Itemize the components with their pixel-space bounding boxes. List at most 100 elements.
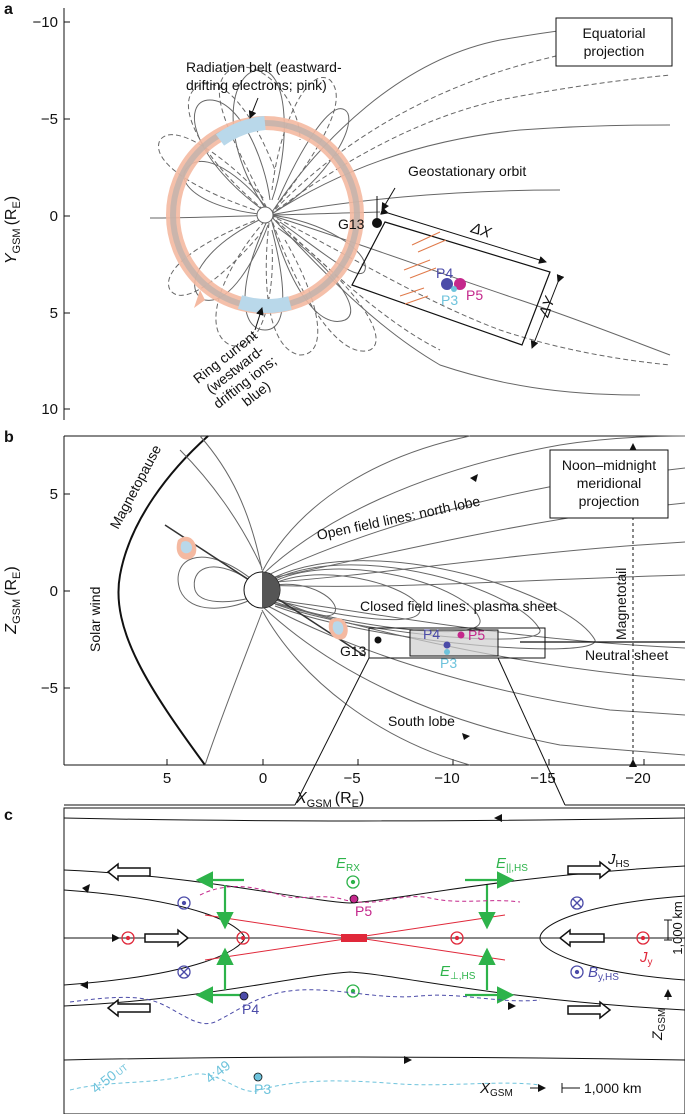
p5-trajectory xyxy=(199,886,521,903)
y-tick-label: −5 xyxy=(41,111,58,128)
panel-a-letter: a xyxy=(4,1,13,18)
p5-marker-c xyxy=(349,894,359,904)
svg-text:Ring current (westward: Ring current (westward- drifting ions; b… xyxy=(190,325,293,425)
p5-marker-b xyxy=(457,631,465,639)
ring-current-segment-bottom xyxy=(237,295,292,313)
panel-a: a −10 −5 0 5 10 YGSM(RE) xyxy=(3,1,673,425)
p3-marker-a xyxy=(451,286,457,292)
p5-label: P5 xyxy=(466,287,483,303)
p4-marker-c xyxy=(239,991,249,1001)
y-tick-label: 10 xyxy=(41,401,58,418)
radiation-belt-label: Radiation belt (eastward-drifting electr… xyxy=(186,59,342,93)
p4-marker-b xyxy=(443,641,451,649)
magnetopause-line xyxy=(117,435,209,766)
probe-region-box xyxy=(409,629,499,657)
z-tick-label: 0 xyxy=(50,583,58,600)
zoom-line-left xyxy=(294,657,370,806)
geo-orbit-label: Geostationary orbit xyxy=(408,163,526,179)
panel-b-x-ticks: 5 0 −5 −10 −15 −20 xyxy=(163,759,651,787)
belt-arrowhead xyxy=(194,290,205,308)
j-hs-label: JHS xyxy=(607,851,630,870)
panel-a-y-axis-title: YGSM(RE) xyxy=(3,196,23,264)
x-tick-label: −15 xyxy=(530,770,555,787)
hollow-outflow-arrows xyxy=(106,860,612,1020)
p3-marker-c xyxy=(253,1072,263,1082)
j-y-label: Jy xyxy=(639,949,653,968)
panel-c-field-arrows xyxy=(80,814,516,1064)
time-label-2: 4:49 xyxy=(202,1057,233,1087)
p3-marker-b xyxy=(444,649,450,655)
b-y-label: By,HS xyxy=(588,964,619,983)
y-tick-label: −10 xyxy=(33,14,58,31)
p3-label-b: P3 xyxy=(440,655,457,671)
p3-trajectory xyxy=(69,1073,541,1092)
open-field-lines-label: Open field lines: north lobe xyxy=(315,493,481,543)
field-arrow-south xyxy=(462,733,470,740)
panel-b-letter: b xyxy=(4,429,14,446)
earth-night-side xyxy=(262,572,280,608)
meridional-projection-box xyxy=(549,449,669,519)
panel-b-z-ticks: 5 0 −5 xyxy=(41,486,70,697)
z-gsm-label: ZGSM xyxy=(649,1009,668,1041)
p4-label-b: P4 xyxy=(423,626,440,642)
radiation-belt-pointer xyxy=(248,97,259,119)
panel-b: b 5 0 −5 5 0 −5 −10 −15 −20 ZGSM(RE) xyxy=(3,429,685,810)
magnetopause-label: Magnetopause xyxy=(107,442,165,531)
y-tick-label: 5 xyxy=(50,305,58,322)
ring-current-pointer xyxy=(254,307,264,331)
p3-label-c: P3 xyxy=(254,1081,271,1097)
p4-marker-a xyxy=(441,278,453,290)
x-tick-label: 5 xyxy=(163,770,171,787)
p3-label: P3 xyxy=(441,292,458,308)
e-par-label: E||,HS xyxy=(496,855,528,874)
x-tick-label: −5 xyxy=(343,770,360,787)
delta-x-arrow xyxy=(380,207,547,264)
p5-label-c: P5 xyxy=(355,903,372,919)
earth-icon xyxy=(256,206,274,224)
delta-y-arrow xyxy=(530,274,565,349)
delta-x-label: ΔX xyxy=(468,219,494,242)
field-arrow-north xyxy=(470,474,478,482)
magnetotail-label: Magnetotail xyxy=(613,568,629,640)
delta-y-label: ΔY xyxy=(535,294,559,321)
g13-marker xyxy=(372,218,382,228)
solar-wind-label: Solar wind xyxy=(87,587,103,652)
current-out-symbols xyxy=(121,931,650,945)
plasma-sheet-field-lines xyxy=(177,556,596,650)
ring-current-segment-top xyxy=(215,116,266,146)
time-label-1: 4:50UT xyxy=(88,1058,131,1096)
neutral-sheet-label: Neutral sheet xyxy=(585,647,668,663)
south-lobe-field-lines xyxy=(204,597,685,766)
e-rx-label: ERX xyxy=(336,855,360,874)
e-perp-label: E⊥,HS xyxy=(440,963,476,982)
x-tick-label: −20 xyxy=(625,770,650,787)
p5-label-b: P5 xyxy=(468,627,485,643)
cusp-north-core xyxy=(180,541,193,554)
by-field-symbols xyxy=(177,896,584,979)
geo-orbit-pointer xyxy=(381,187,396,211)
red-x-marks xyxy=(399,231,447,305)
zoom-line-right xyxy=(497,657,566,806)
x-tick-label: 0 xyxy=(259,770,267,787)
z-tick-label: 5 xyxy=(50,486,58,503)
g13-marker-b xyxy=(374,636,382,644)
x-gsm-label: XGSM xyxy=(479,1080,513,1099)
vertical-scale-label: 1,000 km xyxy=(670,901,685,954)
x-line-marker xyxy=(341,934,367,942)
south-lobe-label: South lobe xyxy=(388,713,455,729)
z-tick-label: −5 xyxy=(41,680,58,697)
panel-c-letter: c xyxy=(4,807,13,824)
closed-field-lines-label: Closed field lines: plasma sheet xyxy=(360,598,557,614)
horizontal-scale-label: 1,000 km xyxy=(584,1080,642,1096)
g13-label-b: G13 xyxy=(340,643,367,659)
p5-marker-a xyxy=(454,278,466,290)
equatorial-projection-box xyxy=(555,17,673,67)
g13-label: G13 xyxy=(338,216,365,232)
panel-a-y-ticks: −10 −5 0 5 10 xyxy=(33,14,70,418)
panel-b-x-axis-title: XGSM(RE) xyxy=(295,790,364,810)
y-tick-label: 0 xyxy=(50,208,58,225)
p4-label: P4 xyxy=(436,265,453,281)
panel-b-z-axis-title: ZGSM(RE) xyxy=(3,566,23,634)
